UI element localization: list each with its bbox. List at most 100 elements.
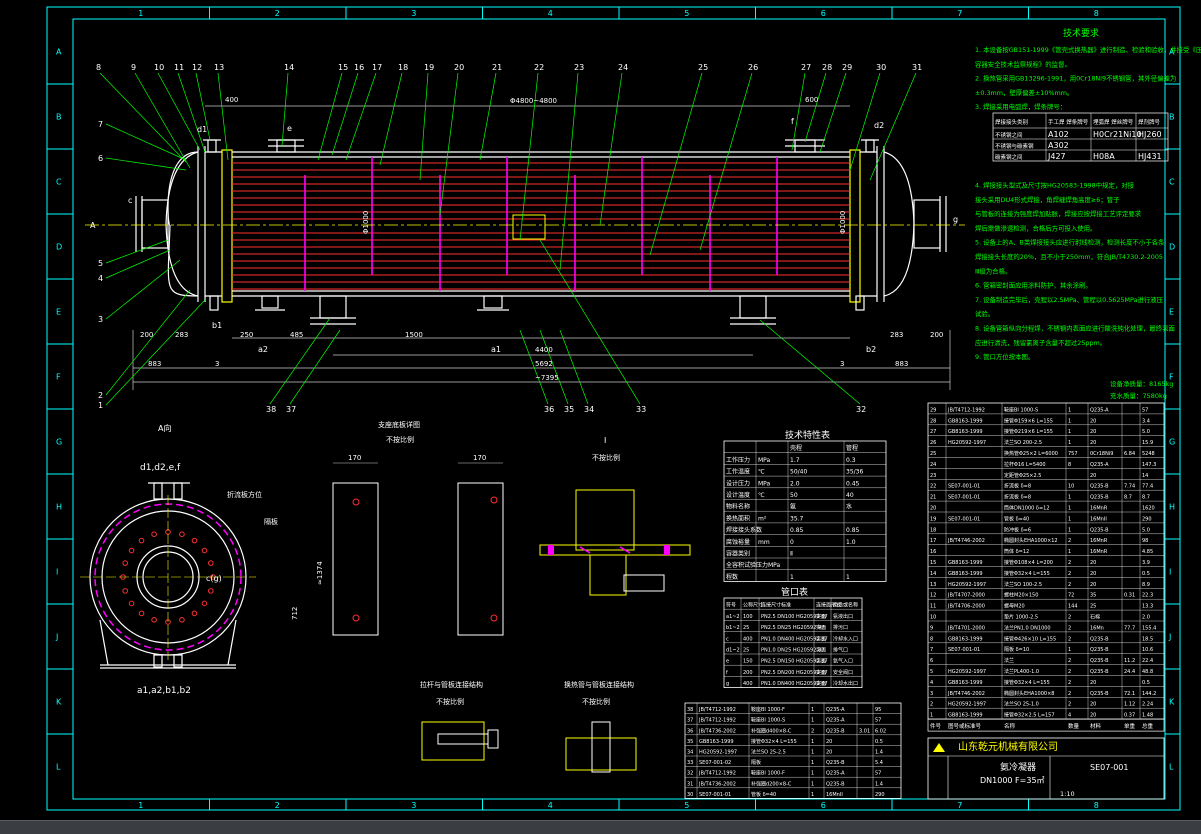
bolt-hole — [179, 531, 185, 538]
table-cell: PN2.5 DN100 HG20592-97 — [761, 614, 828, 620]
table-cell: 16MnR — [1090, 538, 1108, 544]
table-cell: 突面 — [816, 624, 826, 631]
table-cell: Q235-B — [1090, 527, 1109, 533]
table-cell: 拉杆Φ16 L=5400 — [1004, 461, 1046, 468]
table-cell: 法兰PL400-1.0 — [1004, 668, 1039, 675]
table-cell: 排气口 — [833, 647, 848, 654]
dim-485: 485 — [290, 331, 303, 339]
balloon-number: 13 — [214, 63, 224, 72]
leader-line — [105, 289, 191, 396]
table-cell: 35.7 — [790, 515, 804, 522]
tech-req-line: 接头采用DU4形式焊接，角焊缝焊角高度≥6；管子 — [975, 195, 1120, 204]
table-cell: 1 — [1068, 407, 1071, 413]
table-cell: 连接尺寸标准 — [761, 602, 791, 609]
table-cell: JB/T4736-2002 — [698, 728, 736, 734]
balloon-number: 1 — [98, 401, 103, 410]
table-cell: 突面 — [816, 669, 826, 676]
table-cell: 排污口 — [833, 624, 848, 631]
table-cell: 2 — [930, 702, 933, 708]
svg-text:170: 170 — [473, 454, 486, 462]
frame-col-label: 8 — [1094, 801, 1099, 810]
dimension-texts: Φ4800~4800 4400 5692 ~7395 883 883 1500 … — [140, 96, 943, 382]
balloon-number: 18 — [398, 63, 408, 72]
table-cell: 7.74 — [1124, 484, 1135, 490]
dim-saddle-span: 4400 — [535, 346, 553, 354]
tech-req-line: 1. 本设备按GB151-1999《管壳式换热器》进行制造、检验和验收，并接受《… — [975, 45, 1201, 54]
frame-row-label: H — [56, 503, 62, 512]
table-cell: 2 — [1068, 625, 1071, 631]
table-cell: 200 — [743, 670, 753, 676]
table-cell: 21 — [930, 495, 936, 501]
frame-col-label: 4 — [548, 9, 553, 18]
table-cell: 1 — [1068, 418, 1071, 424]
table-cell: 12 — [930, 593, 936, 599]
balloon-number: 10 — [154, 63, 164, 72]
frame-row-label: J — [1168, 633, 1171, 642]
svg-text:g: g — [953, 215, 958, 224]
weld-table-cell: J427 — [1047, 152, 1066, 161]
baffles — [304, 157, 778, 291]
table-cell: 290 — [875, 792, 885, 798]
parts-header-cell: 材料 — [1090, 722, 1102, 730]
table-cell: 设计温度 — [726, 491, 750, 499]
table-cell: 37 — [687, 718, 693, 724]
table-cell: d1~2 — [726, 648, 740, 654]
table-cell: 6.02 — [875, 728, 886, 734]
leader-line — [134, 72, 191, 169]
table-cell: 螺柱M20×150 — [1004, 592, 1038, 599]
balloon-number: 36 — [544, 405, 554, 414]
view-a-top-label: d1,d2,e,f — [140, 463, 181, 473]
table-cell: 管程 — [846, 444, 858, 452]
table-cell: 工作温度 — [726, 468, 750, 476]
table-cell: 冷却水出口 — [833, 680, 858, 687]
frame-row-label: L — [1169, 763, 1174, 772]
leader-line — [269, 317, 331, 405]
table-cell: 400 — [743, 681, 753, 687]
bolt-hole — [128, 547, 135, 554]
table-cell: GB8163-1999 — [948, 571, 983, 577]
table-cell: 0 — [790, 539, 794, 546]
table-cell: 144 — [1068, 604, 1078, 610]
balloon-number: 17 — [372, 63, 382, 72]
bolt-hole — [207, 588, 214, 594]
table-cell: 18.5 — [1142, 636, 1153, 642]
svg-text:c(g): c(g) — [206, 574, 222, 583]
detail-marker-box — [512, 214, 546, 240]
table-cell: PN2.5 DN200 HG20592-97 — [761, 670, 828, 676]
table-cell: 20 — [826, 750, 832, 756]
table-cell: 1.4 — [875, 781, 883, 787]
table-cell: 符号 — [726, 602, 736, 609]
table-cell: 8.7 — [1124, 495, 1132, 501]
dim-overall: ~7395 — [535, 374, 559, 382]
leader-line — [519, 329, 549, 405]
table-cell: g — [726, 681, 729, 687]
table-cell: 水 — [846, 503, 852, 511]
table-cell: SE07-001-01 — [948, 495, 980, 501]
table-cell: 折流板 δ=8 — [1004, 483, 1031, 490]
table-cell: 77.7 — [1124, 625, 1135, 631]
table-cell: 15.9 — [1142, 440, 1153, 446]
table-cell: 8.9 — [1142, 582, 1150, 588]
saddle-detail-title: 支座底板详图 — [378, 420, 420, 429]
balloon-number: 4 — [98, 274, 103, 283]
table-cell: MPa — [758, 480, 771, 487]
table-cell: 20 — [1090, 429, 1096, 435]
table-cell: 1 — [1068, 429, 1071, 435]
leader-line — [105, 259, 181, 320]
frame-col-label: 3 — [411, 9, 416, 18]
balloon-number: 25 — [698, 63, 708, 72]
balloon-leaders — [99, 72, 917, 406]
frame-row-label: K — [1169, 698, 1175, 707]
table-cell: 壳程 — [790, 444, 802, 452]
parts-header-cell: 名称 — [1004, 722, 1016, 730]
table-cell: 0.5 — [1142, 571, 1150, 577]
table-cell: Q235-B — [1090, 669, 1109, 675]
table-cell: 接管Φ32×4 L=155 — [751, 738, 797, 745]
balloon-number: 31 — [912, 63, 922, 72]
weld-table-cell: 碳素钢之间 — [995, 153, 1023, 161]
table-cell: 50 — [790, 492, 798, 499]
frame-row-label: C — [56, 178, 62, 187]
table-cell: 1 — [811, 792, 814, 798]
